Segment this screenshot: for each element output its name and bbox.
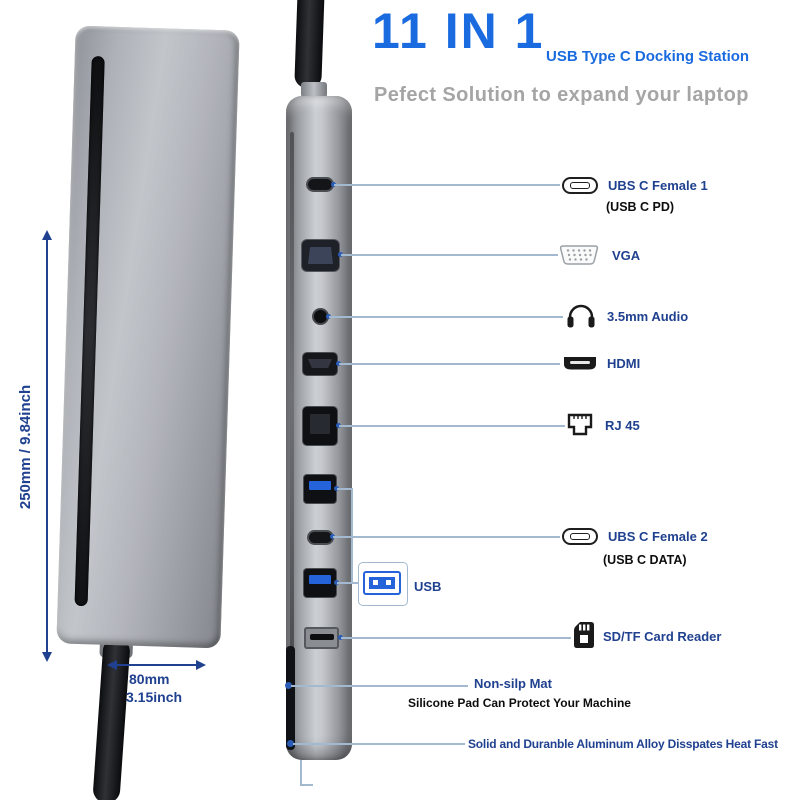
label-usb-c-female-2: UBS C Female 2 <box>608 529 708 544</box>
usb-callout-frame <box>358 562 408 606</box>
vga-icon <box>559 245 599 270</box>
port-hdmi <box>303 353 337 375</box>
leader-dot <box>326 314 331 319</box>
dock-side-groove <box>290 132 294 660</box>
leader-line-mat <box>291 685 468 687</box>
label-usb: USB <box>414 579 442 594</box>
label-sd-tf-reader: SD/TF Card Reader <box>603 629 722 644</box>
usb-c-connector-icon <box>562 177 598 194</box>
height-arrow-bottom-icon <box>42 652 52 662</box>
leader-line-rj45 <box>339 425 565 427</box>
port-sd-tf-slot <box>304 627 339 649</box>
port-usb-a-2-tongue <box>309 575 331 584</box>
product-name: USB Type C Docking Station <box>546 48 750 65</box>
leader-stub-usb-a-2 <box>337 582 359 584</box>
width-arrow-right-icon <box>196 660 206 670</box>
sd-card-icon <box>573 621 595 654</box>
leader-dot <box>331 182 336 187</box>
leader-dot-alloy <box>287 740 294 747</box>
headline-11-in-1: 11 IN 1 <box>372 3 545 59</box>
tagline: Pefect Solution to expand your laptop <box>374 84 749 106</box>
leader-line-usb-c-1 <box>334 184 560 186</box>
port-rj45-inner <box>310 414 330 434</box>
port-audio-jack <box>314 310 327 323</box>
usb-c-connector-icon <box>562 528 598 545</box>
leader-dot <box>336 423 341 428</box>
top-usb-c-cable <box>294 0 325 89</box>
usb-a-icon-tongue <box>369 577 395 589</box>
label-silicone-pad: Silicone Pad Can Protect Your Machine <box>408 696 631 710</box>
label-usb-c-data: (USB C DATA) <box>603 553 687 567</box>
height-arrow-top-icon <box>42 230 52 240</box>
leader-elbow-vertical <box>300 760 302 786</box>
leader-dot <box>334 486 339 491</box>
width-inch-label: 3.15inch <box>126 689 183 705</box>
label-hdmi: HDMI <box>607 356 641 371</box>
port-rj45 <box>303 407 337 445</box>
port-usb-a-1 <box>304 475 336 503</box>
cable-strain-relief <box>301 82 327 100</box>
leader-dot <box>338 635 343 640</box>
label-audio: 3.5mm Audio <box>607 309 689 324</box>
port-vga <box>302 240 339 271</box>
dock-front-view <box>56 25 240 649</box>
leader-line-sd <box>341 637 571 639</box>
leader-bracket-usb <box>351 488 353 583</box>
label-nonslip-mat: Non-silp Mat <box>474 676 552 691</box>
width-arrow-left-icon <box>107 660 117 670</box>
width-dimension-line <box>116 664 197 666</box>
leader-line-hdmi <box>339 363 560 365</box>
height-dimension-line <box>46 240 48 652</box>
label-usb-c-female-1: UBS C Female 1 <box>608 178 708 193</box>
rj45-icon <box>567 413 593 442</box>
leader-dot <box>334 580 339 585</box>
port-vga-inner <box>308 247 333 264</box>
leader-dot <box>330 534 335 539</box>
leader-line-alloy <box>293 743 465 745</box>
leader-dot <box>336 361 341 366</box>
leader-stub-usb-a-1 <box>337 488 353 490</box>
leader-dot <box>338 252 343 257</box>
label-vga: VGA <box>612 248 641 263</box>
leader-line-usb-c-2 <box>333 536 560 538</box>
port-usb-a-1-tongue <box>309 481 331 490</box>
height-dimension-label: 250mm / 9.84inch <box>17 384 34 510</box>
label-rj45: RJ 45 <box>605 418 640 433</box>
hdmi-icon <box>562 356 598 377</box>
port-usb-c-data <box>309 532 332 543</box>
usb-a-icon <box>363 571 401 595</box>
port-usb-c-pd <box>308 179 332 190</box>
label-usb-c-pd: (USB C PD) <box>606 200 675 214</box>
leader-line-vga <box>341 254 558 256</box>
port-usb-a-2 <box>304 569 336 597</box>
width-mm-label: 80mm <box>129 671 170 687</box>
headphones-icon <box>566 303 596 334</box>
nonslip-mat-strip <box>286 646 295 750</box>
port-sd-slot-inner <box>310 634 334 640</box>
leader-dot-mat <box>285 682 292 689</box>
port-hdmi-inner <box>308 359 332 368</box>
label-aluminum-alloy: Solid and Duranble Aluminum Alloy Disspa… <box>468 737 778 751</box>
leader-line-audio <box>329 316 563 318</box>
leader-elbow-horizontal <box>300 784 313 786</box>
